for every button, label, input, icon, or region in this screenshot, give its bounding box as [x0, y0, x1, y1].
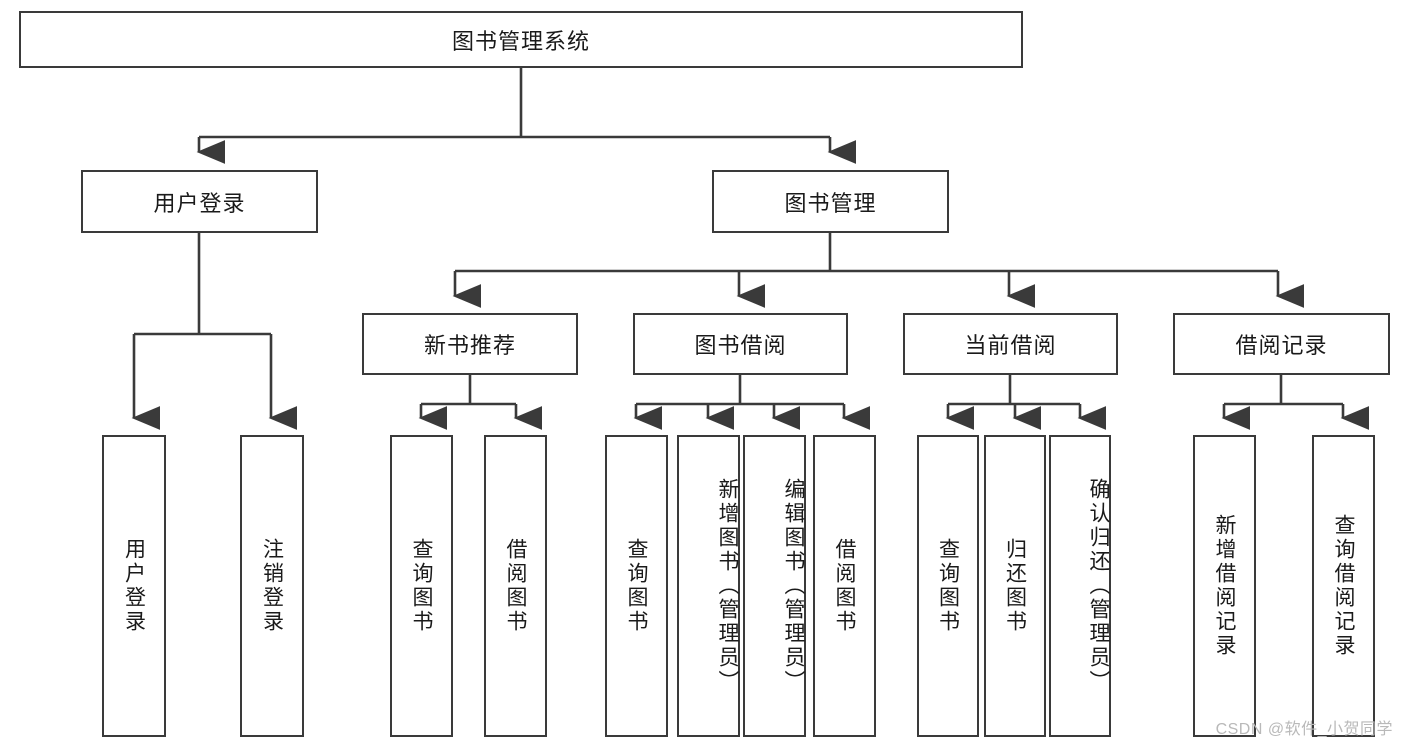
node-confirm-return-admin[interactable]: 确认归还（管理员）	[1049, 435, 1111, 737]
node-confirm-return-admin-label: 确认归还（管理员）	[1087, 478, 1110, 694]
node-user-login-do-label: 用户登录	[122, 538, 146, 634]
node-query-book-3[interactable]: 查询图书	[917, 435, 979, 737]
node-edit-book-admin[interactable]: 编辑图书（管理员）	[743, 435, 806, 737]
node-book-manage-label: 图书管理	[784, 190, 877, 216]
node-borrow-book-2-label: 借阅图书	[833, 538, 856, 634]
node-borrow-book-1[interactable]: 借阅图书	[484, 435, 547, 737]
node-user-logout[interactable]: 注销登录	[240, 435, 304, 737]
node-book-borrow-label: 图书借阅	[694, 333, 787, 358]
node-edit-book-admin-label: 编辑图书（管理员）	[782, 478, 805, 694]
node-root[interactable]: 图书管理系统	[19, 11, 1023, 68]
node-query-book-1-label: 查询图书	[410, 538, 433, 634]
node-user-login-do[interactable]: 用户登录	[102, 435, 166, 737]
node-user-logout-label: 注销登录	[260, 538, 284, 634]
node-new-book-rec[interactable]: 新书推荐	[362, 313, 578, 375]
node-borrow-record-label: 借阅记录	[1235, 333, 1328, 358]
node-borrow-book-2[interactable]: 借阅图书	[813, 435, 876, 737]
node-query-book-1[interactable]: 查询图书	[390, 435, 453, 737]
node-user-login[interactable]: 用户登录	[81, 170, 318, 233]
node-query-borrow-record-label: 查询借阅记录	[1332, 514, 1355, 658]
node-query-book-2[interactable]: 查询图书	[605, 435, 668, 737]
node-query-book-2-label: 查询图书	[625, 538, 648, 634]
node-return-book-label: 归还图书	[1003, 538, 1027, 634]
node-borrow-record[interactable]: 借阅记录	[1173, 313, 1390, 375]
node-current-borrow[interactable]: 当前借阅	[903, 313, 1118, 375]
node-user-login-label: 用户登录	[153, 190, 246, 216]
node-new-book-rec-label: 新书推荐	[423, 333, 516, 358]
node-query-book-3-label: 查询图书	[936, 538, 960, 634]
node-add-borrow-record[interactable]: 新增借阅记录	[1193, 435, 1256, 737]
node-add-book-admin[interactable]: 新增图书（管理员）	[677, 435, 740, 737]
node-root-label: 图书管理系统	[451, 28, 590, 54]
node-book-borrow[interactable]: 图书借阅	[633, 313, 848, 375]
node-add-borrow-record-label: 新增借阅记录	[1213, 514, 1236, 658]
node-current-borrow-label: 当前借阅	[964, 333, 1057, 358]
csdn-watermark: CSDN @软件_小贺同学	[1215, 721, 1393, 738]
node-return-book[interactable]: 归还图书	[984, 435, 1046, 737]
node-query-borrow-record[interactable]: 查询借阅记录	[1312, 435, 1375, 737]
node-add-book-admin-label: 新增图书（管理员）	[716, 478, 739, 694]
node-borrow-book-1-label: 借阅图书	[504, 538, 527, 634]
node-book-manage[interactable]: 图书管理	[712, 170, 949, 233]
